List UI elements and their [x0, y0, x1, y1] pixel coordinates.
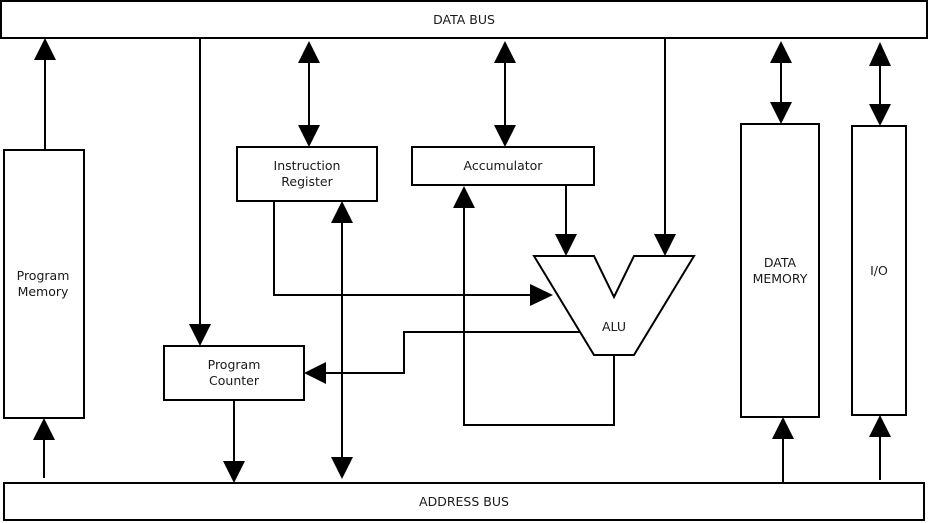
arrow-down-icon: [869, 104, 891, 126]
wire-data-bus-to-program-counter: [189, 38, 211, 346]
arrow-down-icon: [770, 102, 792, 124]
arrow-down-icon: [494, 125, 516, 147]
wire-accumulator-to-alu: [555, 185, 577, 256]
alu-shape: [532, 255, 696, 356]
wire-address-bus-to-data-memory: [772, 417, 794, 483]
arrow-down-icon: [189, 324, 211, 346]
program-counter-block: Program Counter: [163, 345, 305, 401]
arrow-up-icon: [34, 38, 56, 60]
arrow-up-icon: [869, 415, 891, 437]
arrow-up-icon: [331, 201, 353, 223]
io-box: [851, 125, 907, 416]
accumulator-label: Accumulator: [464, 158, 544, 173]
wire-program-memory-to-data-bus: [34, 38, 56, 150]
arrow-right-icon: [530, 284, 553, 306]
program-memory-label-line1: Program: [17, 268, 70, 283]
arrow-down-icon: [331, 457, 353, 479]
program-counter-label-line2: Counter: [209, 373, 260, 388]
arrow-down-icon: [298, 125, 320, 147]
arrow-up-icon: [770, 41, 792, 63]
data-bus: DATA BUS: [0, 0, 928, 39]
address-bus-box: [3, 482, 925, 521]
wire-instruction-register-to-alu: [273, 201, 553, 306]
arrow-up-icon: [869, 42, 891, 66]
instruction-register-label-line1: Instruction: [274, 158, 341, 173]
arrow-down-icon: [555, 234, 577, 256]
arrow-up-icon: [453, 186, 475, 208]
wire-instruction-register-address-bus: [331, 201, 353, 479]
program-memory-block: Program Memory: [3, 149, 85, 419]
alu-label: ALU: [602, 319, 626, 334]
arrow-up-icon: [772, 417, 794, 439]
instruction-register-label-line2: Register: [281, 174, 333, 189]
program-memory-label-line2: Memory: [18, 284, 69, 299]
alu-block: ALU: [532, 255, 696, 356]
address-bus-label: ADDRESS BUS: [419, 494, 509, 509]
wire-alu-to-program-counter: [304, 331, 580, 384]
data-memory-label-line2: MEMORY: [753, 271, 808, 286]
instruction-register-box: [236, 146, 378, 202]
wire-data-bus-io: [869, 42, 891, 126]
arrow-left-icon: [304, 362, 326, 384]
io-label: I/O: [870, 263, 888, 278]
wire-program-counter-to-address-bus: [223, 400, 245, 483]
wire-data-bus-instruction-register: [298, 41, 320, 147]
address-bus: ADDRESS BUS: [3, 482, 925, 521]
wire-data-bus-accumulator: [494, 41, 516, 147]
program-counter-label-line1: Program: [208, 357, 261, 372]
arrow-down-icon: [223, 461, 245, 483]
data-bus-box: [0, 0, 928, 39]
wire-address-bus-to-io: [869, 415, 891, 480]
arrow-up-icon: [33, 418, 55, 440]
accumulator-block: Accumulator: [411, 146, 595, 186]
arrow-up-icon: [298, 41, 320, 63]
accumulator-box: [411, 146, 595, 186]
data-memory-label-line1: DATA: [764, 255, 797, 270]
program-counter-box: [163, 345, 305, 401]
instruction-register-block: Instruction Register: [236, 146, 378, 202]
data-memory-block: DATA MEMORY: [740, 123, 820, 418]
wire-alu-to-accumulator: [453, 186, 615, 426]
arrow-down-icon: [654, 234, 676, 256]
data-bus-label: DATA BUS: [433, 12, 495, 27]
wire-data-bus-to-alu: [654, 38, 676, 256]
data-memory-box: [740, 123, 820, 418]
wire-data-bus-data-memory: [770, 41, 792, 124]
wire-address-bus-to-program-memory: [33, 418, 55, 478]
arrow-up-icon: [494, 41, 516, 63]
io-block: I/O: [851, 125, 907, 416]
